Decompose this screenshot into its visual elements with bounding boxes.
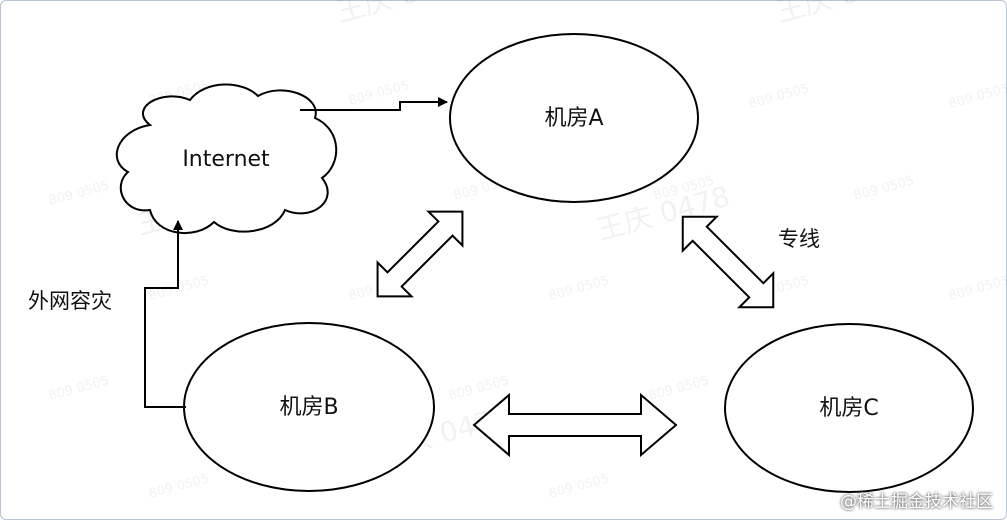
watermark-name: 王庆 0478 — [773, 0, 913, 29]
room-a-node: 机房A — [449, 33, 699, 203]
room-b-label: 机房B — [279, 395, 338, 420]
dedicated-line-label: 专线 — [778, 227, 820, 251]
watermark-code: 809 0505 — [447, 373, 511, 404]
room-b-node: 机房B — [183, 322, 435, 492]
room-b-to-internet-arrow — [144, 220, 186, 408]
room-a-label: 机房A — [544, 106, 603, 131]
watermark-code: 809 0505 — [647, 373, 711, 404]
room-a-ellipse — [449, 33, 699, 203]
watermark-code: 809 0505 — [852, 173, 916, 204]
room-c-label: 机房C — [819, 396, 878, 421]
cloud-shape — [116, 83, 338, 235]
internet-node: Internet — [116, 83, 338, 235]
external-dr-label: 外网容灾 — [28, 289, 112, 313]
watermark-code: 809 0505 — [547, 471, 611, 502]
room-c-ellipse — [724, 323, 974, 493]
watermark-code: 809 0505 — [347, 78, 411, 109]
room-b-room-c-double-arrow — [472, 392, 678, 458]
watermark-code: 809 0505 — [47, 373, 111, 404]
watermark-code: 809 0505 — [547, 273, 611, 304]
internet-to-room-a-arrow — [300, 97, 448, 111]
internet-label: Internet — [182, 147, 270, 172]
watermark-code: 809 0505 — [947, 273, 1007, 304]
watermark-code: 809 0505 — [47, 178, 111, 209]
watermark-code: 809 0505 — [747, 81, 811, 112]
watermark-code: 809 0505 — [947, 81, 1007, 112]
room-c-node: 机房C — [724, 323, 974, 493]
room-a-room-c-double-arrow — [681, 215, 775, 309]
watermark-code: 809 0505 — [147, 471, 211, 502]
room-a-room-b-double-arrow — [376, 210, 464, 298]
watermark-name: 王庆 0478 — [333, 0, 473, 29]
source-credit: @稀土掘金技术社区 — [840, 492, 993, 512]
